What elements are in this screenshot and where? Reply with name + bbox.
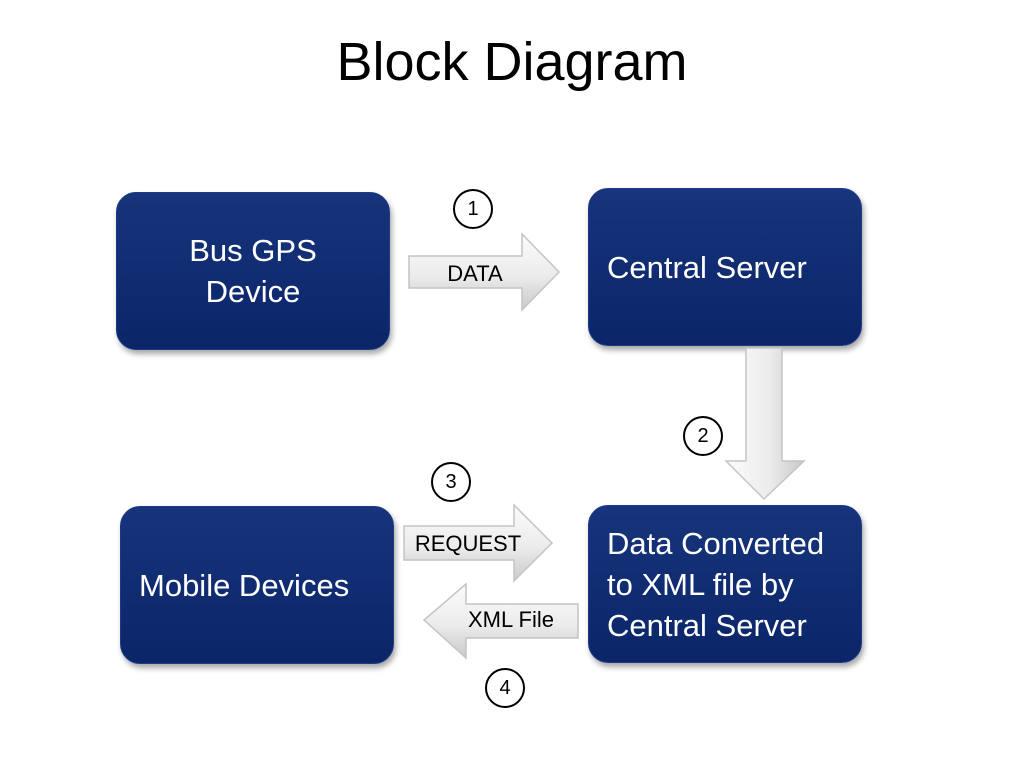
step-1-marker: 1 <box>453 189 493 229</box>
block-line: Central Server <box>607 249 807 285</box>
diagram-title: Block Diagram <box>336 32 688 92</box>
central-server-block: Central Server <box>588 188 862 346</box>
block-line: Data Converted <box>607 525 825 561</box>
block-line: Bus GPS <box>189 233 317 268</box>
block-line: Mobile Devices <box>139 567 350 603</box>
block-line: Device <box>205 274 301 309</box>
step-2-marker: 2 <box>683 416 723 456</box>
mobile-devices-block: Mobile Devices <box>120 506 394 664</box>
request-arrow-label: REQUEST <box>414 531 522 556</box>
bus-gps-device-block: Bus GPS Device <box>116 192 390 350</box>
data-arrow <box>408 232 561 312</box>
block-line: to XML file by <box>607 566 794 602</box>
xml-file-arrow <box>422 582 579 660</box>
step-4-marker: 4 <box>485 668 525 708</box>
request-arrow <box>403 503 554 583</box>
xml-file-arrow-label: XML File <box>468 607 554 632</box>
step-3-marker: 3 <box>431 462 471 502</box>
convert-arrow <box>724 347 806 501</box>
data-arrow-label: DATA <box>447 261 503 286</box>
data-converted-block: Data Converted to XML file by Central Se… <box>588 505 862 663</box>
block-line: Central Server <box>607 607 807 643</box>
